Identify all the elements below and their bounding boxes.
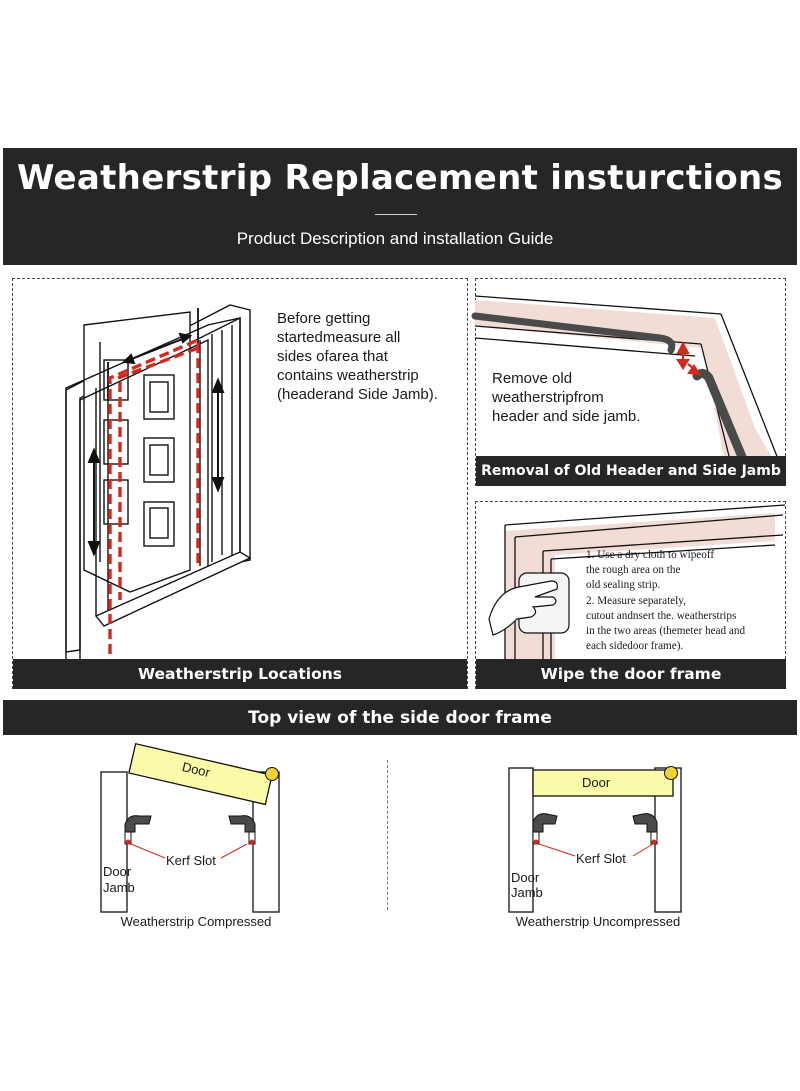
weatherstrip-left-2: [532, 813, 558, 845]
kerf-slot-label-uncompressed: Kerf Slot: [576, 851, 626, 866]
wipe-text: 1. Use a dry cloth to wipeoff the rough …: [586, 549, 746, 653]
diagram-divider: [387, 760, 388, 910]
title-divider: [375, 214, 417, 215]
door-panel-closed: [532, 769, 674, 797]
wipe-label: Wipe the door frame: [476, 659, 786, 689]
caption-uncompressed: Weatherstrip Uncompressed: [515, 914, 681, 929]
caption-compressed: Weatherstrip Compressed: [120, 914, 272, 929]
locations-text: Before getting startedmeasure all sides …: [277, 310, 438, 403]
compressed-diagram: [100, 742, 280, 913]
removal-label: Removal of Old Header and Side Jamb: [476, 456, 786, 486]
locations-label: Weatherstrip Locations: [13, 659, 467, 689]
uncompressed-diagram: [508, 766, 682, 913]
hinge-icon: [265, 767, 279, 781]
removal-text: Remove old weatherstripfrom header and s…: [492, 370, 641, 425]
page-subtitle: Product Description and installation Gui…: [236, 229, 554, 248]
top-view-section-title: Top view of the side door frame: [3, 700, 797, 735]
header-jamb-illustration: [471, 295, 781, 469]
wipe-frame-illustration: [488, 504, 786, 659]
door-jamb-label-uncompressed-2: Jamb: [511, 885, 543, 900]
red-arrow-icon: [676, 341, 702, 376]
page-title: Weatherstrip Replacement insturctions: [16, 158, 784, 198]
hinge-icon-2: [664, 766, 678, 780]
weatherstrip-right-2: [632, 813, 658, 845]
door-jamb-label-compressed-1: Door: [103, 864, 132, 879]
hand-wiping-icon: [488, 572, 570, 636]
door-jamb-label-compressed-2: Jamb: [103, 880, 135, 895]
kerf-slot-label-compressed: Kerf Slot: [166, 853, 216, 868]
door-label-uncompressed: Door: [582, 775, 611, 790]
door-jamb-label-uncompressed-1: Door: [511, 870, 540, 885]
header-banner: [3, 148, 797, 265]
door-panel: [128, 742, 273, 806]
